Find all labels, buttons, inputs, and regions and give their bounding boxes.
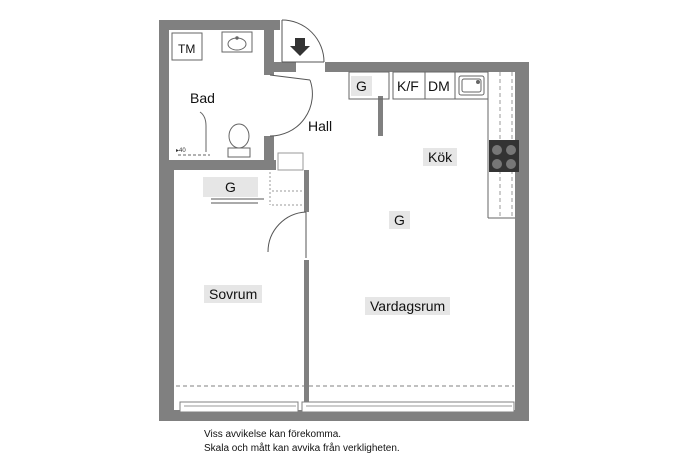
label-vardagsrum: Vardagsrum [365,297,451,315]
entrance-arrow [290,38,310,56]
wall-top-kitchen [325,62,529,72]
wall-left [159,170,174,421]
wall-bath-right-lower [264,136,274,170]
disclaimer-line-1: Viss avvikelse kan förekomma. [204,429,342,440]
label-bad: Bad [190,90,215,106]
toilet-icon [228,123,250,149]
window-living [301,401,515,413]
wall-right [515,62,529,421]
bedroom-door [267,211,307,258]
label-kok: Kök [423,148,458,166]
bathroom-door [269,74,313,137]
wardrobe-slider [211,152,304,206]
label-g-hall: G [351,76,372,96]
sink-counter [221,31,253,53]
sink-basin [458,75,485,96]
wall-bedroom-right [304,170,309,212]
label-sovrum: Sovrum [204,285,263,303]
walls [159,20,529,421]
wall-bath-top [159,20,280,30]
label-g-living: G [389,211,410,229]
toilet-tank-icon [227,147,251,158]
drain-mark: ▸40 [176,148,186,154]
windows [179,401,515,413]
label-dm: DM [428,78,450,94]
wall-top-hall [270,62,296,72]
wall-hall-partition [378,96,383,136]
label-tm: TM [178,42,196,56]
window-bedroom [179,401,299,413]
wall-bath-bottom [159,160,273,170]
label-kf: K/F [397,78,419,94]
bath-fixtures [171,31,253,158]
washer-box [171,32,203,61]
entrance-door [281,19,325,63]
stove-icon [489,140,519,172]
label-hall: Hall [308,118,333,134]
sink-icon [227,37,247,51]
wall-bottom [159,410,529,421]
disclaimer-line-2: Skala och mått kan avvika från verklighe… [204,443,400,454]
wall-bedroom-right-lower [304,260,309,410]
shower-rail-icon [199,111,207,152]
wall-bath-right [264,20,274,75]
label-g-bedroom: G [203,177,258,197]
wall-bath-left [159,20,169,170]
wall-bath-bottom-right [272,160,276,170]
